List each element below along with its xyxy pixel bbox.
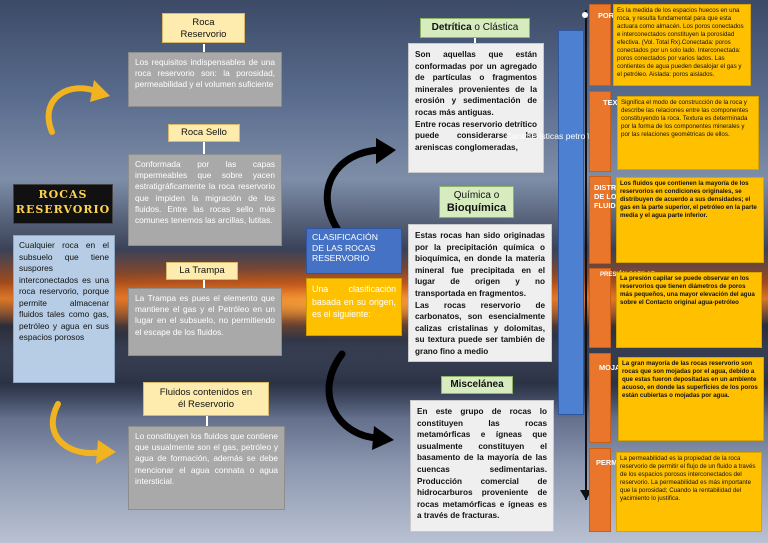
connector-line bbox=[203, 44, 205, 54]
la-trampa-heading: La Trampa bbox=[166, 262, 238, 280]
main-title: ROCAS RESERVORIO bbox=[13, 184, 113, 224]
connector-line bbox=[474, 38, 476, 44]
roca-reservorio-heading: Roca Reservorio bbox=[162, 13, 245, 43]
arrow-black-lower bbox=[325, 350, 394, 450]
connector-line bbox=[203, 280, 205, 288]
clasificacion-heading: CLASIFICACIÓN DE LAS ROCAS RESERVORIO bbox=[306, 228, 402, 274]
main-definition: Cualquier roca en el subsuelo que tiene … bbox=[13, 235, 115, 383]
timeline-segment-textura bbox=[589, 91, 611, 172]
connector-line bbox=[203, 140, 205, 154]
roca-sello-heading: Roca Sello bbox=[168, 124, 240, 142]
arrow-bottom-curve bbox=[49, 401, 116, 464]
textura-text: Significa el modo de construcción de la … bbox=[617, 96, 759, 170]
timeline-segment-porosidad bbox=[589, 4, 611, 86]
arrow-black-upper bbox=[323, 138, 396, 234]
detritica-heading-rest: o Clástica bbox=[471, 22, 519, 33]
la-trampa-text: La Trampa es pues el elemento que mantie… bbox=[128, 288, 282, 356]
quimica-heading: Química o Bioquímica bbox=[439, 186, 514, 218]
arrow-top-curve bbox=[45, 80, 110, 135]
fluidos-text: Lo constituyen los fluidos que contiene … bbox=[128, 426, 285, 510]
miscelanea-heading: Miscelánea bbox=[441, 376, 513, 394]
caracteristicas-label: Características petrofísicas bbox=[506, 131, 610, 141]
caracteristicas-bar bbox=[558, 30, 584, 415]
permeabilidad-text: La permeabilidad es la propiedad de la r… bbox=[616, 452, 762, 532]
timeline-segment-permeabilidad bbox=[589, 448, 611, 532]
timeline-segment-presion bbox=[589, 268, 611, 348]
roca-sello-text: Conformada por las capas impermeables qu… bbox=[128, 154, 282, 246]
detritica-heading: Detrítica o Clástica bbox=[420, 18, 530, 38]
timeline-segment-mojabilidad bbox=[589, 353, 611, 443]
mojabilidad-text: La gran mayoría de las rocas reservorio … bbox=[618, 357, 764, 441]
quimica-text: Estas rocas han sido originadas por la p… bbox=[408, 224, 552, 362]
fluidos-heading: Fluidos contenidos en él Reservorio bbox=[143, 382, 269, 416]
detritica-text: Son aquellas que están conformadas por u… bbox=[408, 43, 544, 173]
roca-reservorio-text: Los requisitos indispensables de una roc… bbox=[128, 52, 282, 107]
timeline-dot bbox=[582, 12, 588, 18]
detritica-heading-bold: Detrítica bbox=[431, 22, 472, 33]
quimica-heading-line1: Química o bbox=[453, 190, 500, 201]
miscelanea-text: En este grupo de rocas lo constituyen la… bbox=[410, 400, 554, 532]
connector-line bbox=[206, 416, 208, 426]
clasificacion-text: Una clasificación basada en su origen, e… bbox=[306, 278, 402, 336]
timeline-segment-distribucion bbox=[589, 176, 611, 264]
distribucion-text: Los fluidos que contienen la mayoría de … bbox=[616, 177, 764, 263]
quimica-heading-line2: Bioquímica bbox=[446, 202, 507, 214]
timeline-axis bbox=[585, 10, 587, 500]
presion-capilar-text: La presión capilar se puede observar en … bbox=[616, 272, 762, 348]
porosidad-text: Es la medida de los espacios huecos en u… bbox=[613, 4, 751, 86]
